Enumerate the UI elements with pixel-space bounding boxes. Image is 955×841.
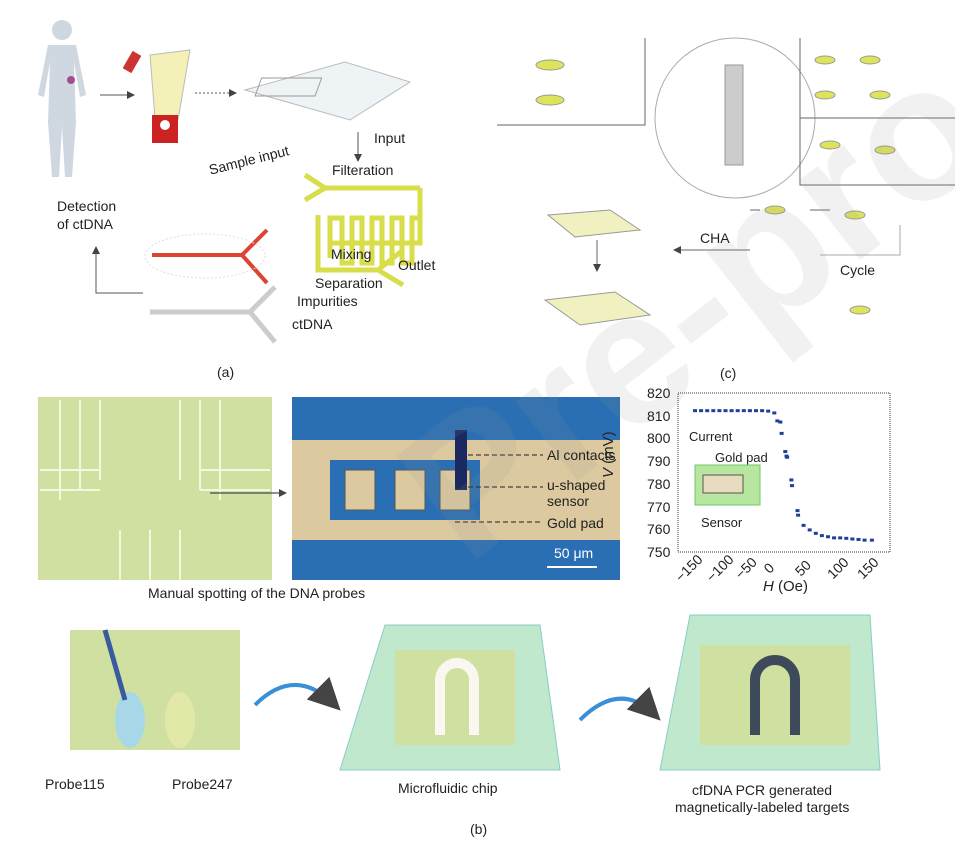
data-point — [705, 409, 710, 413]
y-tick-label: 790 — [647, 453, 671, 470]
label-al-contacts: Al contacts — [547, 447, 616, 463]
scale-bar-label: 50 μm — [554, 545, 594, 561]
panel-a-label: (a) — [217, 364, 235, 380]
curved-arrow — [578, 686, 661, 722]
data-point — [856, 537, 861, 541]
data-point — [711, 409, 716, 413]
data-point — [747, 409, 752, 413]
label-cha: CHA — [700, 230, 730, 246]
data-point — [741, 409, 746, 413]
data-point — [813, 531, 818, 535]
data-point — [760, 409, 765, 413]
panel-c-frames — [497, 37, 955, 272]
label-cycle: Cycle — [840, 262, 876, 278]
y-tick-label: 750 — [647, 544, 671, 560]
data-point — [862, 538, 867, 542]
data-point — [807, 528, 812, 532]
data-point — [772, 411, 777, 415]
data-point — [869, 538, 874, 542]
data-point — [778, 420, 783, 424]
data-point — [693, 409, 697, 413]
data-point — [850, 537, 855, 541]
panel-c-label: (c) — [720, 365, 737, 381]
plot-frame — [677, 392, 891, 553]
y-tick-label: 810 — [647, 407, 671, 424]
human-silhouette — [38, 20, 86, 177]
sensor-micrograph — [292, 397, 620, 580]
microfluidic-channel — [303, 172, 423, 288]
label-targets-2: magnetically-labeled targets — [675, 799, 850, 815]
label-detection: Detection — [57, 198, 117, 214]
y-tick-label: 760 — [647, 521, 671, 538]
panel-b-label: (b) — [470, 821, 488, 837]
y-axis-unit: (mV) — [600, 431, 617, 464]
microfluidic-chip-box — [339, 624, 561, 771]
callout-lines — [455, 454, 543, 523]
label-u-shaped: u-shaped — [547, 477, 606, 493]
label-detection-2: of ctDNA — [57, 216, 114, 232]
label-sensor: sensor — [547, 493, 590, 509]
blood-tube — [122, 49, 191, 143]
y-tick-label: 770 — [647, 498, 671, 515]
data-point — [766, 409, 771, 413]
data-point — [699, 409, 704, 413]
x-axis-label: H (Oe) — [763, 578, 808, 595]
label-gold-pad: Gold pad — [547, 515, 604, 531]
arrows-a — [92, 89, 362, 294]
y-tick-label: 820 — [647, 385, 671, 401]
x-axis-unit: (Oe) — [778, 578, 809, 595]
chip-micrograph — [38, 397, 272, 580]
data-point — [729, 409, 734, 413]
data-point — [795, 509, 800, 513]
data-point — [775, 419, 780, 423]
label-input: Input — [374, 130, 406, 146]
label-microfluidic-chip: Microfluidic chip — [398, 780, 498, 796]
y-axis-var: V — [600, 467, 617, 478]
y-tick-label: 800 — [647, 430, 671, 447]
data-point — [735, 409, 740, 413]
data-point — [789, 478, 794, 482]
y-tick-label: 780 — [647, 475, 671, 492]
label-outlet: Outlet — [398, 257, 436, 273]
data-point — [832, 536, 837, 540]
inset-gold-pad: Gold pad — [715, 450, 768, 465]
y-axis-label: V (mV) — [600, 431, 617, 478]
label-ctdna: ctDNA — [292, 316, 333, 332]
microfluidic-chip-3d — [243, 61, 412, 121]
data-point — [825, 535, 830, 539]
data-point — [796, 513, 801, 517]
data-point — [783, 450, 788, 454]
inset-current: Current — [689, 429, 733, 444]
data-point — [723, 409, 728, 413]
data-point — [801, 523, 806, 527]
label-manual-spotting: Manual spotting of the DNA probes — [148, 585, 366, 601]
data-point — [844, 536, 849, 540]
data-point — [779, 431, 784, 435]
probe-chip — [70, 629, 240, 750]
label-probe247: Probe247 — [172, 776, 233, 792]
label-mixing: Mixing — [331, 246, 372, 262]
label-targets-1: cfDNA PCR generated — [692, 782, 833, 798]
data-point — [754, 409, 758, 413]
separation-channel — [144, 228, 277, 344]
dna-complexes — [535, 55, 896, 326]
data-point — [717, 409, 722, 413]
data-point — [789, 484, 794, 488]
label-separation: Separation — [315, 275, 383, 291]
label-impurities: Impurities — [297, 293, 358, 309]
label-filteration: Filteration — [332, 162, 394, 178]
data-point — [819, 534, 824, 538]
chart — [677, 392, 891, 553]
inset-sensor — [694, 464, 761, 506]
label-probe115: Probe115 — [45, 776, 105, 792]
labeled-targets-box — [659, 614, 881, 771]
inset-sensor-label: Sensor — [701, 515, 743, 530]
data-point — [785, 455, 790, 459]
curved-arrow — [253, 676, 341, 711]
data-point — [838, 536, 843, 540]
x-axis-var: H — [763, 578, 774, 595]
